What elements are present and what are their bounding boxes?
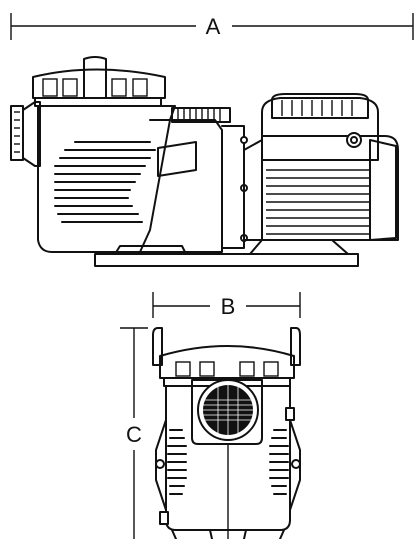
- side-pump-foot: [114, 245, 187, 255]
- side-motor-foot: [249, 239, 349, 255]
- side-controller-grip: [281, 100, 353, 116]
- side-motor-end-cap: [369, 139, 397, 241]
- side-volute-body: [139, 119, 223, 253]
- side-motor-body: [261, 135, 399, 241]
- side-lid: [32, 68, 166, 99]
- dimension-a-label: A: [206, 14, 221, 39]
- side-inlet-flange: [10, 105, 24, 161]
- side-sight-window: [157, 141, 197, 177]
- side-strainer-housing: [37, 105, 176, 253]
- side-lid-ring: [34, 97, 162, 107]
- dimension-c-label: C: [126, 422, 142, 447]
- dimension-a: A: [10, 13, 414, 40]
- front-vent-slots-left: [167, 429, 187, 495]
- pump-side-view: [10, 56, 399, 267]
- side-inlet-neck: [22, 101, 41, 167]
- front-lid: [159, 345, 295, 379]
- front-vent-slots-right: [269, 429, 289, 495]
- pump-front-view: [152, 327, 301, 539]
- side-motor-fins: [266, 169, 370, 235]
- dimension-b: B: [152, 292, 301, 319]
- side-controller-lid: [271, 93, 369, 119]
- side-vent-slots: [54, 141, 156, 223]
- front-lid-tab-left: [152, 327, 163, 366]
- side-outlet-thread: [171, 107, 231, 123]
- front-inlet-plate: [191, 379, 263, 445]
- front-lid-tab-right: [290, 327, 301, 366]
- dimension-c: C: [120, 327, 148, 539]
- front-feet: [171, 529, 285, 539]
- side-lid-handle: [83, 56, 107, 99]
- side-controller-box: [261, 97, 379, 161]
- side-base-plate: [94, 253, 359, 267]
- dimension-b-label: B: [221, 294, 236, 319]
